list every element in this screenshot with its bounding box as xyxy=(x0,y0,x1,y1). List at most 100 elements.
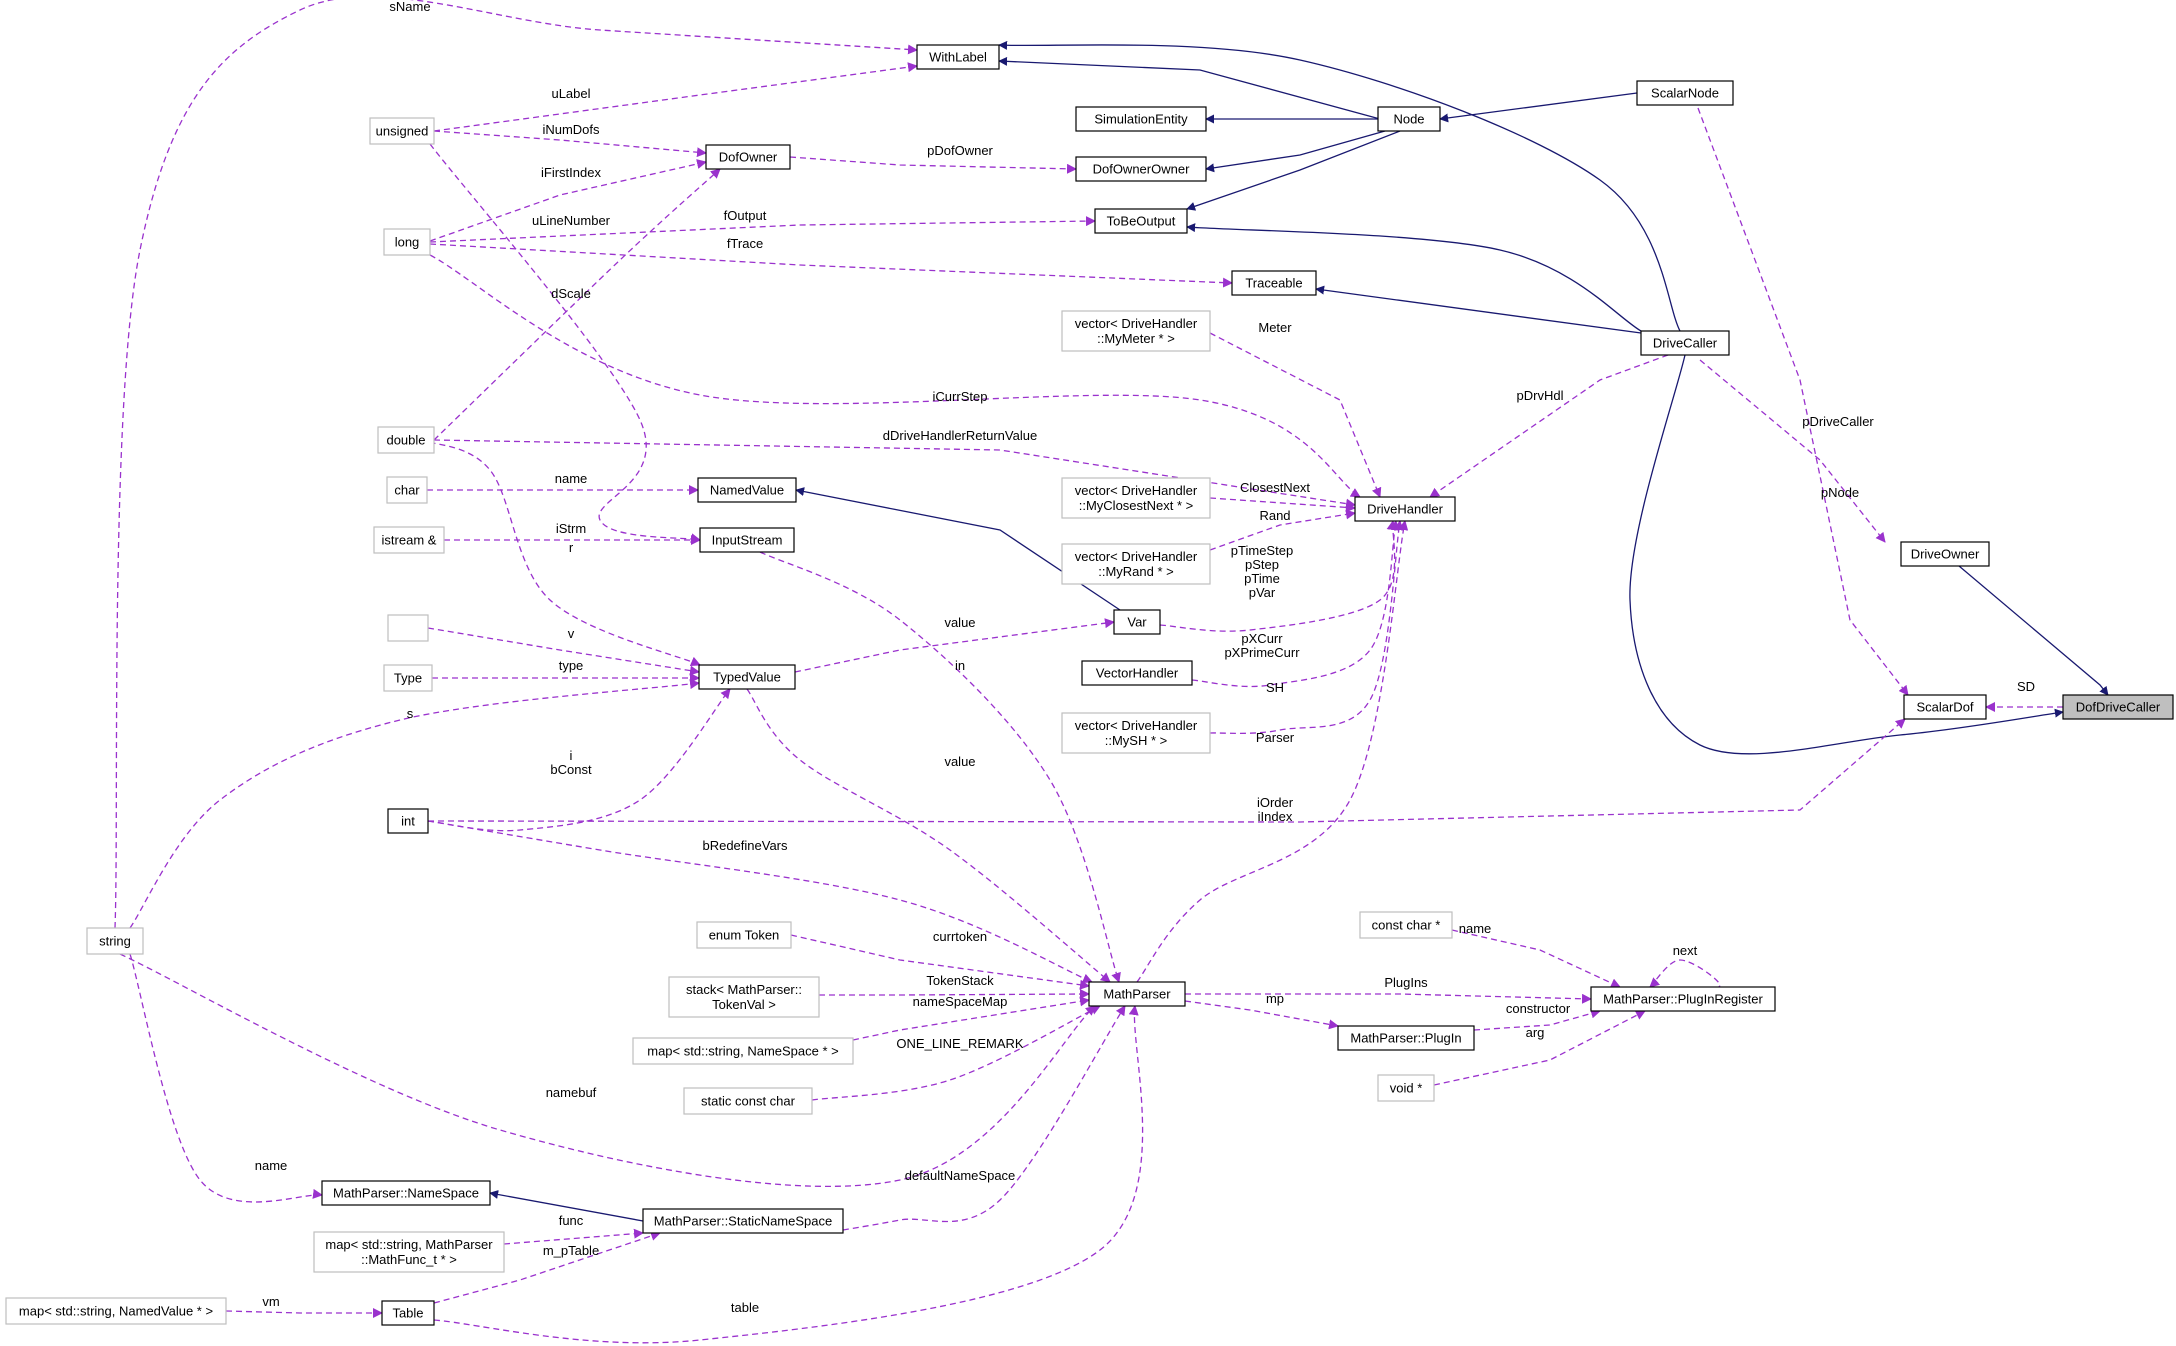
class-node-box xyxy=(1377,106,1441,132)
class-node-label: Type xyxy=(394,671,422,686)
usage-edge-scalarnode-to-scalardof xyxy=(1697,107,1909,696)
class-node-dofdrivecaller[interactable]: DofDriveCaller xyxy=(2062,694,2174,720)
class-node-box xyxy=(386,476,428,504)
usage-edge-long-to-dofowner xyxy=(429,159,707,242)
class-node-box xyxy=(1231,270,1317,296)
edge-label-line: pDriveCaller xyxy=(1802,414,1874,429)
edge-label-line: bRedefineVars xyxy=(702,838,788,853)
edge-label: SD xyxy=(2017,679,2035,694)
class-node-label: unsigned xyxy=(376,124,429,139)
edge-label: func xyxy=(559,1213,584,1228)
edge-label-line: iStrm xyxy=(556,521,586,536)
class-node-unsigned: unsigned xyxy=(369,117,435,145)
class-node-inputstream[interactable]: InputStream xyxy=(699,527,795,553)
class-node-box xyxy=(1075,156,1207,182)
class-node-scalarnode[interactable]: ScalarNode xyxy=(1636,80,1734,106)
edge-label: Parser xyxy=(1256,730,1295,745)
class-node-withlabel[interactable]: WithLabel xyxy=(916,44,1000,70)
edge-label-line: pDofOwner xyxy=(927,143,993,158)
class-node-label: void * xyxy=(1390,1081,1423,1096)
edge-label: pDriveCaller xyxy=(1802,414,1874,429)
class-node-box xyxy=(369,117,435,145)
class-node-label: ::MathFunc_t * > xyxy=(361,1252,457,1267)
class-node-label: Node xyxy=(1393,112,1424,127)
class-node-dofowner[interactable]: DofOwner xyxy=(705,144,791,170)
class-node-driveowner[interactable]: DriveOwner xyxy=(1900,541,1990,567)
edge-label-line: next xyxy=(1673,943,1698,958)
class-node-simulationentity[interactable]: SimulationEntity xyxy=(1075,106,1207,132)
class-node-box xyxy=(1113,609,1161,635)
class-node-label: ScalarNode xyxy=(1651,86,1719,101)
edge-label-line: namebuf xyxy=(546,1085,597,1100)
class-node-var[interactable]: Var xyxy=(1113,609,1161,635)
edge-label: value xyxy=(944,615,975,630)
class-node-pluginregister[interactable]: MathParser::PlugInRegister xyxy=(1590,986,1776,1012)
edge-label: Meter xyxy=(1258,320,1292,335)
class-node-staticnamespace[interactable]: MathParser::StaticNameSpace xyxy=(642,1208,844,1234)
class-node-namespace[interactable]: MathParser::NameSpace xyxy=(321,1180,491,1206)
edge-label-line: bConst xyxy=(550,762,592,777)
edge-label: pDrvHdl xyxy=(1517,388,1564,403)
class-node-box xyxy=(321,1180,491,1206)
usage-edge-unsigned-to-inputstream xyxy=(429,143,701,544)
class-node-plugin[interactable]: MathParser::PlugIn xyxy=(1337,1025,1475,1051)
edge-label-line: pVar xyxy=(1249,585,1276,600)
class-node-box xyxy=(5,1297,227,1325)
edge-label-line: pXPrimeCurr xyxy=(1224,645,1300,660)
edge-label-line: fTrace xyxy=(727,236,763,251)
class-node-dofownerowner[interactable]: DofOwnerOwner xyxy=(1075,156,1207,182)
class-node-label: TypedValue xyxy=(713,670,781,685)
class-node-namedvalue[interactable]: NamedValue xyxy=(697,477,797,503)
class-node-tobeoutput[interactable]: ToBeOutput xyxy=(1094,208,1188,234)
class-node-label: WithLabel xyxy=(929,50,987,65)
edge-label: vm xyxy=(262,1294,279,1309)
class-node-type: Type xyxy=(383,664,433,692)
class-node-box xyxy=(1061,543,1211,585)
class-node-drivecaller[interactable]: DriveCaller xyxy=(1640,330,1730,356)
class-node-vectorhandler[interactable]: VectorHandler xyxy=(1081,660,1193,686)
class-node-typedvalue[interactable]: TypedValue xyxy=(698,664,796,690)
edge-label-line: mp xyxy=(1266,991,1284,1006)
class-node-node[interactable]: Node xyxy=(1377,106,1441,132)
class-node-enumtoken: enum Token xyxy=(696,921,792,949)
class-node-table[interactable]: Table xyxy=(381,1300,435,1326)
class-node-int[interactable]: int xyxy=(387,808,429,834)
usage-edge-plugin-to-pluginregister xyxy=(1473,1008,1601,1031)
class-node-label: DofOwnerOwner xyxy=(1093,162,1190,177)
class-node-mapmathfunc: map< std::string, MathParser::MathFunc_t… xyxy=(313,1231,505,1273)
edge-label: TokenStack xyxy=(926,973,994,988)
edge-label-line: iCurrStep xyxy=(933,389,988,404)
edge-label-line: TokenStack xyxy=(926,973,994,988)
edge-label: name xyxy=(555,471,588,486)
edge-label-line: ONE_LINE_REMARK xyxy=(896,1036,1023,1051)
class-node-string: string xyxy=(86,927,144,955)
class-node-mysh: vector< DriveHandler::MySH * > xyxy=(1061,712,1211,754)
usage-edge-vectorhandler-to-drivehandler xyxy=(1191,520,1400,688)
edge-label: arg xyxy=(1526,1025,1545,1040)
usage-edge-long-to-traceable xyxy=(429,243,1233,288)
class-node-box xyxy=(705,144,791,170)
usage-edge-double-to-drivehandler xyxy=(433,439,1356,509)
class-node-mymeter: vector< DriveHandler::MyMeter * > xyxy=(1061,310,1211,352)
usage-edge-staticconstchar-to-mathparser xyxy=(811,1005,1101,1101)
edge-label-line: value xyxy=(944,615,975,630)
edge-label: fTrace xyxy=(727,236,763,251)
inheritance-edge-dofownerowner-to-node xyxy=(1205,130,1386,173)
class-node-mathparser[interactable]: MathParser xyxy=(1088,981,1186,1007)
class-node-drivehandler[interactable]: DriveHandler xyxy=(1354,496,1456,522)
usage-edge-drivecaller-to-driveowner xyxy=(1699,359,1886,543)
class-node-label: map< std::string, NameSpace * > xyxy=(647,1044,838,1059)
class-node-scalardof[interactable]: ScalarDof xyxy=(1903,694,1987,720)
edge-label-line: name xyxy=(555,471,588,486)
class-node-box xyxy=(699,527,795,553)
usage-edge-mathparser-to-drivehandler xyxy=(1136,520,1409,983)
class-node-constchar: const char * xyxy=(1359,911,1453,939)
class-node-label: ::MySH * > xyxy=(1105,733,1168,748)
class-node-traceable[interactable]: Traceable xyxy=(1231,270,1317,296)
inheritance-edge-traceable-to-drivecaller xyxy=(1315,285,1642,334)
class-node-label: MathParser::NameSpace xyxy=(333,1186,479,1201)
